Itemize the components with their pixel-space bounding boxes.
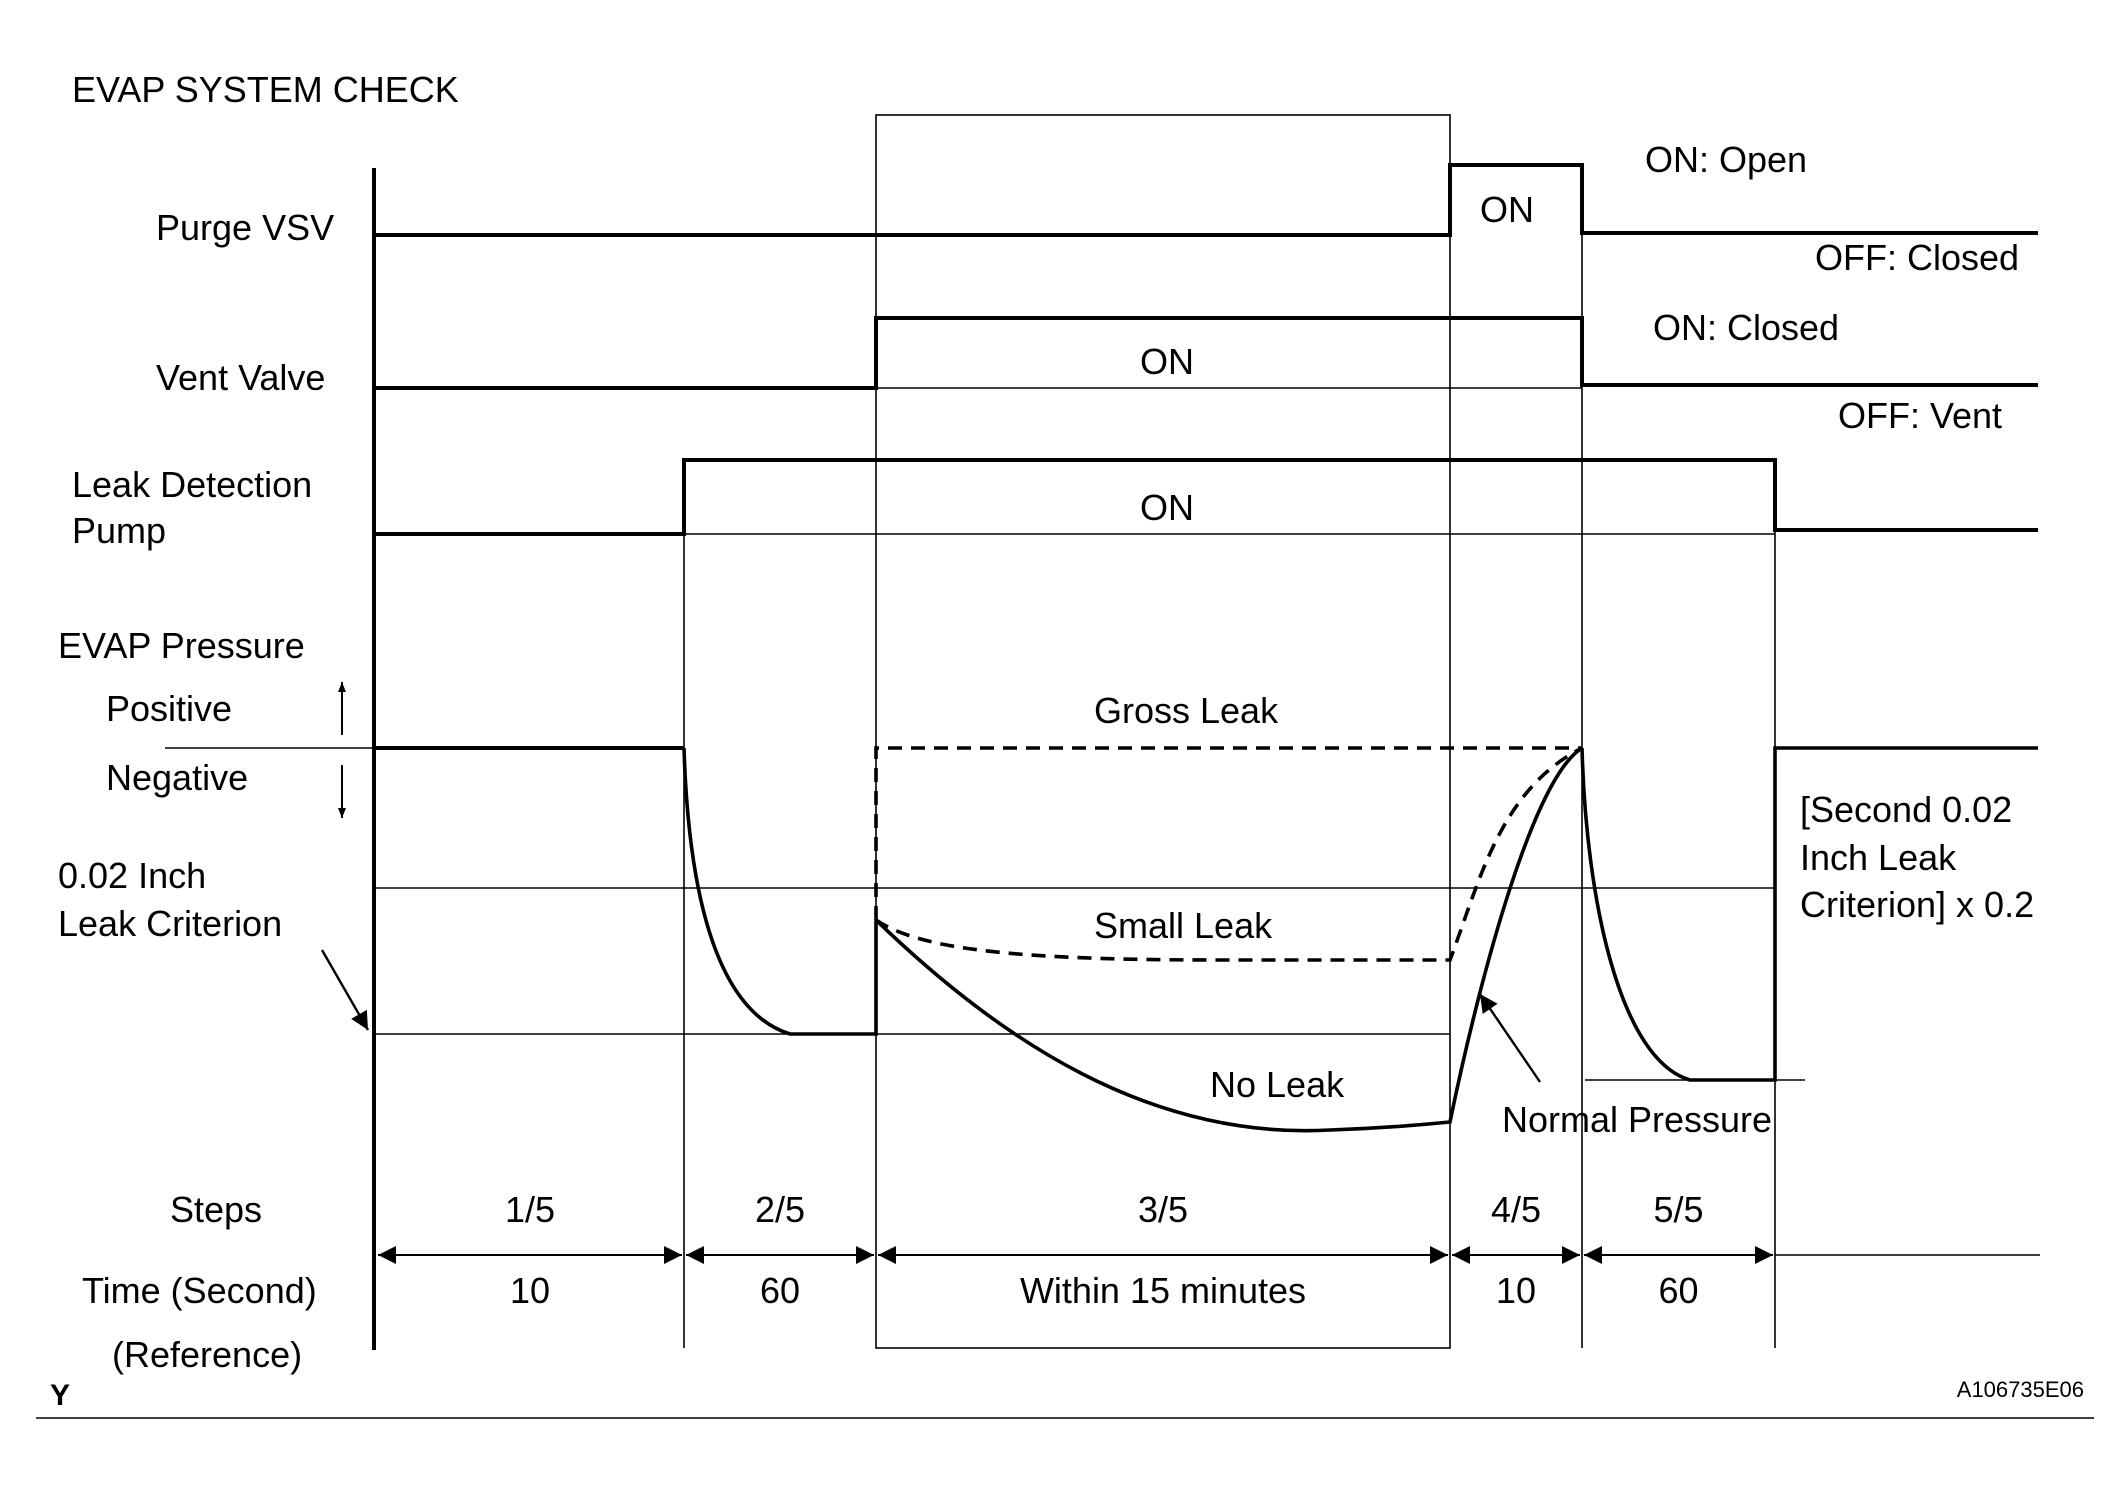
vent-valve-off-state: OFF: Vent (1838, 395, 2002, 436)
normal-pressure-arrow (1479, 993, 1541, 1083)
positive-label: Positive (106, 688, 232, 729)
evap-pressure-label: EVAP Pressure (58, 625, 305, 666)
vent-valve-on: ON (1140, 341, 1194, 382)
step-time-4: 10 (1496, 1270, 1536, 1311)
criterion-label-line1: 0.02 Inch (58, 855, 206, 896)
figure-code: A106735E06 (1957, 1377, 2084, 1402)
step3-frame (875, 114, 1451, 1349)
step-label-4: 4/5 (1491, 1189, 1541, 1230)
criterion-label-line2: Leak Criterion (58, 903, 282, 944)
step-time-3: Within 15 minutes (1020, 1270, 1306, 1311)
gross-leak-label: Gross Leak (1094, 690, 1279, 731)
no-leak-label: No Leak (1210, 1064, 1345, 1105)
small-leak-curve (874, 746, 1583, 962)
step-label-3: 3/5 (1138, 1189, 1188, 1230)
gross-leak-curve (874, 746, 1582, 920)
criterion-arrow (320, 949, 370, 1031)
step-label-2: 2/5 (755, 1189, 805, 1230)
leak-pump-label-line2: Pump (72, 510, 166, 551)
purge-vsv-off-state: OFF: Closed (1815, 237, 2019, 278)
no-leak-curve (874, 746, 1583, 1133)
purge-vsv-on-state: ON: Open (1645, 139, 1807, 180)
time-label: Time (Second) (82, 1270, 317, 1311)
diagram-title: EVAP SYSTEM CHECK (72, 69, 459, 110)
second-criterion-line1: [Second 0.02 (1800, 789, 2012, 830)
pressure-step5-curve (1580, 746, 2038, 1082)
vent-valve-signal (376, 316, 2038, 390)
step-time-1: 10 (510, 1270, 550, 1311)
vent-valve-label: Vent Valve (156, 357, 325, 398)
negative-label: Negative (106, 757, 248, 798)
reference-label: (Reference) (112, 1334, 302, 1375)
leak-pump-signal (376, 458, 2038, 536)
purge-vsv-signal (376, 163, 2038, 237)
vent-valve-on-state: ON: Closed (1653, 307, 1839, 348)
step-time-5: 60 (1658, 1270, 1698, 1311)
step-label-5: 5/5 (1653, 1189, 1703, 1230)
leak-pump-label-line1: Leak Detection (72, 464, 312, 505)
pressure-step2-curve (682, 747, 878, 1036)
step-label-1: 1/5 (505, 1189, 555, 1230)
small-leak-label: Small Leak (1094, 905, 1273, 946)
corner-letter: Y (50, 1379, 70, 1412)
second-criterion-line2: Inch Leak (1800, 837, 1957, 878)
second-criterion-line3: Criterion] x 0.2 (1800, 884, 2034, 925)
step-time-2: 60 (760, 1270, 800, 1311)
normal-pressure-label: Normal Pressure (1502, 1099, 1772, 1140)
steps-label: Steps (170, 1189, 262, 1230)
purge-vsv-label: Purge VSV (156, 207, 334, 248)
purge-vsv-on-box: ON (1480, 189, 1534, 230)
leak-pump-on: ON (1140, 487, 1194, 528)
